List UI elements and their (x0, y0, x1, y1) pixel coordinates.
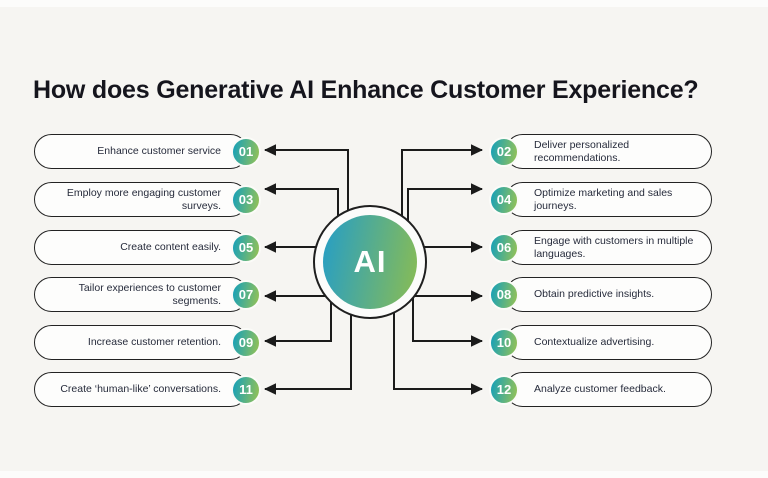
arrowheads-left (264, 144, 276, 395)
item-pill-03: Employ more engaging customer surveys. 0… (34, 182, 261, 217)
arrowhead-icon (471, 335, 483, 347)
ai-node-label: AI (353, 244, 387, 279)
arrowhead-icon (264, 290, 276, 302)
arrowheads-right (471, 144, 483, 395)
number-badge: 12 (489, 374, 519, 405)
number-badge: 07 (231, 279, 261, 310)
connector-line (401, 149, 482, 217)
arrowhead-icon (264, 335, 276, 347)
item-pill-09: Increase customer retention. 09 (34, 325, 261, 360)
number-badge: 11 (231, 374, 261, 405)
connector-line (265, 310, 352, 390)
connector-line (265, 300, 332, 342)
item-pill-05: Create content easily. 05 (34, 230, 261, 265)
item-label: Create ‘human-like’ conversations. (60, 383, 221, 396)
arrowhead-icon (471, 383, 483, 395)
item-label: Engage with customers in multiple langua… (534, 234, 694, 260)
item-label: Create content easily. (120, 241, 221, 254)
connector-line (393, 308, 482, 390)
number-badge: 06 (489, 232, 519, 263)
arrowhead-icon (264, 144, 276, 156)
number-badge: 10 (489, 327, 519, 358)
connector-group-left (265, 149, 352, 390)
arrowhead-icon (471, 241, 483, 253)
arrowhead-icon (264, 241, 276, 253)
bottom-edge-strip (0, 471, 768, 478)
number-badge: 03 (231, 184, 261, 215)
number-badge: 09 (231, 327, 261, 358)
item-label: Tailor experiences to customer segments. (78, 281, 221, 307)
item-pill-04: 04 Optimize marketing and sales journeys… (489, 182, 712, 217)
item-label: Enhance customer service (97, 145, 221, 158)
item-label: Increase customer retention. (87, 336, 221, 349)
item-label: Contextualize advertising. (534, 336, 655, 349)
number-badge: 01 (231, 136, 261, 167)
top-edge-strip (0, 0, 768, 7)
ai-node: AI (323, 215, 417, 309)
number-badge: 05 (231, 232, 261, 263)
item-label: Analyze customer feedback. (534, 383, 666, 396)
item-pill-06: 06 Engage with customers in multiple lan… (489, 230, 712, 265)
item-pill-01: Enhance customer service 01 (34, 134, 261, 169)
item-pill-11: Create ‘human-like’ conversations. 11 (34, 372, 261, 407)
arrowhead-icon (471, 290, 483, 302)
connector-line (412, 296, 482, 342)
item-pill-10: 10 Contextualize advertising. (489, 325, 712, 360)
page-title: How does Generative AI Enhance Customer … (33, 76, 699, 104)
number-badge: 08 (489, 279, 519, 310)
arrowhead-icon (471, 144, 483, 156)
item-label: Obtain predictive insights. (534, 288, 655, 301)
arrowhead-icon (264, 183, 276, 195)
connector-line (265, 188, 339, 217)
item-pill-08: 08 Obtain predictive insights. (489, 277, 712, 312)
item-label: Employ more engaging customer surveys. (66, 186, 221, 212)
arrowhead-icon (264, 383, 276, 395)
item-pill-12: 12 Analyze customer feedback. (489, 372, 712, 407)
number-badge: 04 (489, 184, 519, 215)
item-pill-02: 02 Deliver personalized recommendations. (489, 134, 712, 169)
connector-line (265, 149, 349, 212)
connector-line (407, 188, 482, 221)
item-pill-07: Tailor experiences to customer segments.… (34, 277, 261, 312)
number-badge: 02 (489, 136, 519, 167)
item-label: Deliver personalized recommendations. (534, 138, 630, 164)
arrowhead-icon (471, 183, 483, 195)
item-label: Optimize marketing and sales journeys. (534, 186, 673, 212)
